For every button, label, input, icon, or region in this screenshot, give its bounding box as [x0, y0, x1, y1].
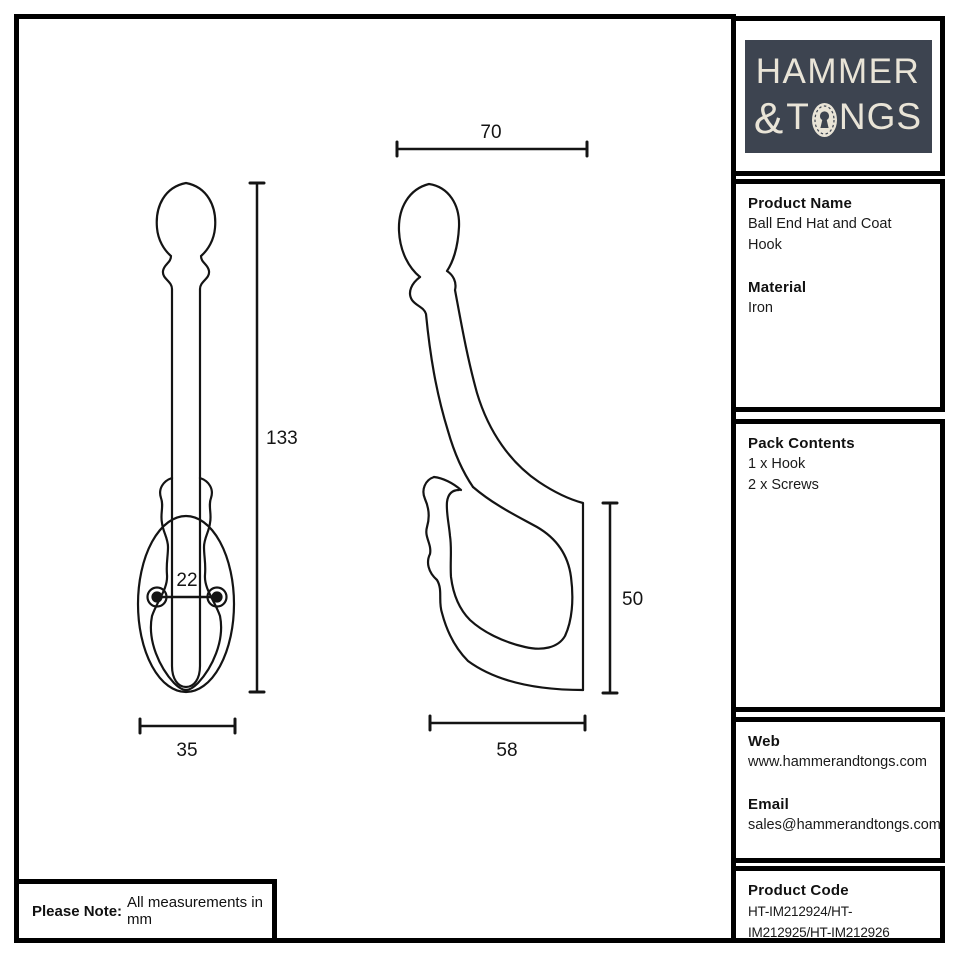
note-label: Please Note:: [32, 902, 123, 920]
brand-name-line1: HAMMER: [756, 54, 921, 89]
spacer: [748, 773, 928, 795]
measurements-note: Please Note: All measurements in mm: [14, 879, 277, 943]
pack-item-hook: 1 x Hook: [748, 456, 806, 472]
product-code-panel: Product Code HT-IM212924/HT-IM212925/HT-…: [731, 866, 945, 943]
product-name-value: Ball End Hat and Coat Hook: [748, 216, 892, 253]
product-code-value: HT-IM212924/HT-IM212925/HT-IM212926: [748, 904, 890, 940]
material-heading: Material: [748, 279, 807, 296]
product-info-panel: Product Name Ball End Hat and Coat Hook …: [731, 179, 945, 412]
contact-panel: Web www.hammerandtongs.com Email sales@h…: [731, 717, 945, 863]
email-value: sales@hammerandtongs.com: [748, 817, 941, 833]
brand-logo: HAMMER & T NGS: [744, 39, 932, 153]
web-value: www.hammerandtongs.com: [748, 754, 927, 770]
pack-item-screws: 2 x Screws: [748, 477, 819, 493]
keyhole-icon: [811, 102, 837, 137]
brand-word-hammer: HAMMER: [755, 51, 921, 91]
pack-contents-panel: Pack Contents 1 x Hook 2 x Screws: [731, 419, 945, 712]
note-text: All measurements in mm: [127, 894, 263, 928]
drawing-area-frame: [14, 14, 736, 943]
brand-letters-ngs: NGS: [838, 96, 923, 137]
brand-logo-panel: HAMMER & T NGS: [731, 16, 945, 176]
email-heading: Email: [748, 796, 790, 813]
product-name-heading: Product Name: [748, 195, 853, 212]
brand-name-line2: & T NGS: [753, 93, 923, 143]
spacer: [748, 256, 928, 278]
material-value: Iron: [748, 300, 773, 316]
product-code-heading: Product Code: [748, 882, 849, 899]
pack-contents-heading: Pack Contents: [748, 435, 855, 452]
web-heading: Web: [748, 733, 780, 750]
brand-ampersand: &: [753, 93, 785, 143]
brand-letter-t: T: [786, 96, 810, 137]
